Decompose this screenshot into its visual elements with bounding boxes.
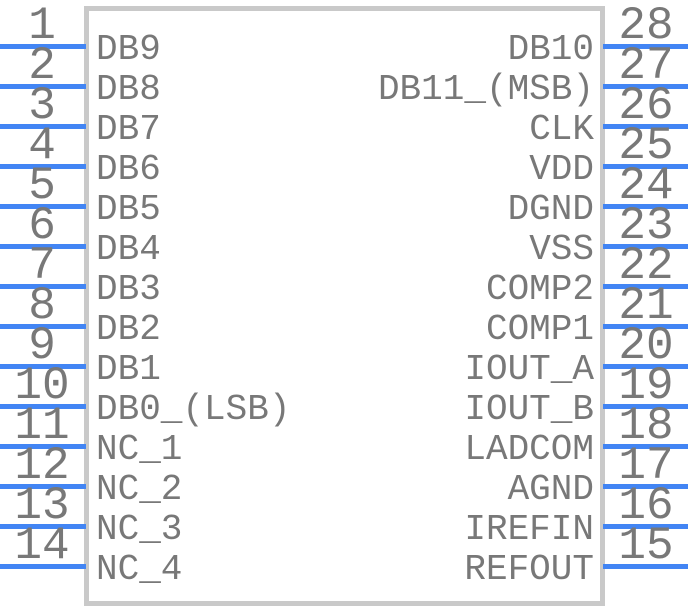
pin-line (603, 244, 688, 249)
pin-number: 24 (618, 160, 674, 212)
pin-line (0, 444, 86, 449)
pin-line (603, 204, 688, 209)
pin-line (0, 204, 86, 209)
pin-label: NC_1 (96, 429, 183, 470)
pin-number: 27 (618, 40, 674, 92)
pin-label: DB5 (96, 189, 161, 230)
pin-number: 4 (28, 120, 56, 172)
pin-number: 19 (618, 360, 674, 412)
pin-line (603, 364, 688, 369)
pin-label: DGND (507, 189, 594, 230)
pin-line (0, 324, 86, 329)
pin-number: 21 (618, 280, 674, 332)
pin-number: 11 (14, 400, 70, 452)
pin-line (0, 564, 86, 569)
pin-number: 3 (28, 80, 56, 132)
pin-label: VDD (529, 149, 594, 190)
pin-line (0, 524, 86, 529)
pin-label: NC_3 (96, 509, 183, 550)
pin-line (0, 244, 86, 249)
pin-line (603, 44, 688, 49)
pin-line (0, 364, 86, 369)
pin-label: DB2 (96, 309, 161, 350)
pin-label: DB9 (96, 29, 161, 70)
pin-number: 12 (14, 440, 70, 492)
pin-number: 5 (28, 160, 56, 212)
pin-line (0, 84, 86, 89)
pin-number: 26 (618, 80, 674, 132)
pin-line (603, 324, 688, 329)
pin-label: CLK (529, 109, 594, 150)
pin-line (603, 284, 688, 289)
pin-line (603, 84, 688, 89)
pin-number: 14 (14, 520, 70, 572)
pin-label: IOUT_A (464, 349, 594, 390)
pin-number: 2 (28, 40, 56, 92)
pin-line (603, 524, 688, 529)
pin-number: 28 (618, 0, 674, 52)
pin-line (0, 164, 86, 169)
pin-label: DB11_(MSB) (377, 69, 594, 110)
ic-body-outline (84, 6, 605, 606)
pin-number: 8 (28, 280, 56, 332)
pin-label: DB8 (96, 69, 161, 110)
pin-label: LADCOM (464, 429, 594, 470)
pin-line (603, 404, 688, 409)
pin-number: 25 (618, 120, 674, 172)
pin-number: 9 (28, 320, 56, 372)
pin-line (603, 124, 688, 129)
pin-label: DB6 (96, 149, 161, 190)
pin-line (603, 564, 688, 569)
pin-number: 7 (28, 240, 56, 292)
pin-line (0, 284, 86, 289)
pin-number: 23 (618, 200, 674, 252)
pin-line (0, 44, 86, 49)
pin-number: 13 (14, 480, 70, 532)
pin-label: DB7 (96, 109, 161, 150)
pin-number: 15 (618, 520, 674, 572)
pin-number: 20 (618, 320, 674, 372)
pin-label: AGND (507, 469, 594, 510)
pin-number: 16 (618, 480, 674, 532)
pin-label: COMP1 (485, 309, 594, 350)
pin-label: DB1 (96, 349, 161, 390)
pin-label: COMP2 (485, 269, 594, 310)
pin-number: 10 (14, 360, 70, 412)
pin-line (603, 164, 688, 169)
pin-label: DB10 (507, 29, 594, 70)
pin-label: IREFIN (464, 509, 594, 550)
pin-label: DB4 (96, 229, 161, 270)
pin-line (603, 444, 688, 449)
pin-line (0, 404, 86, 409)
pin-label: IOUT_B (464, 389, 594, 430)
pin-line (0, 484, 86, 489)
pin-line (0, 124, 86, 129)
pin-label: DB3 (96, 269, 161, 310)
pin-label: VSS (529, 229, 594, 270)
pin-label: NC_4 (96, 549, 183, 590)
pin-label: NC_2 (96, 469, 183, 510)
pin-number: 1 (28, 0, 56, 52)
pin-line (603, 484, 688, 489)
pin-number: 18 (618, 400, 674, 452)
pin-number: 22 (618, 240, 674, 292)
pin-label: DB0_(LSB) (96, 389, 291, 430)
pin-number: 6 (28, 200, 56, 252)
pin-number: 17 (618, 440, 674, 492)
pin-label: REFOUT (464, 549, 594, 590)
